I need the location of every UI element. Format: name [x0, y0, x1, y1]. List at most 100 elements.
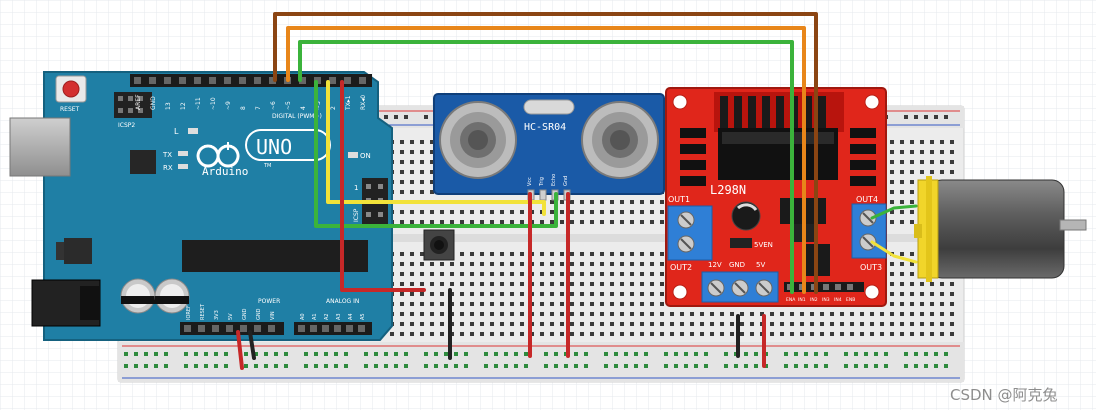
digital-pin-hole[interactable]: [359, 77, 366, 84]
digital-pin-hole[interactable]: [314, 77, 321, 84]
breadboard-hole: [690, 332, 694, 336]
power-pin-hole[interactable]: [240, 325, 247, 332]
breadboard-hole: [940, 312, 944, 316]
breadboard-hole: [900, 252, 904, 256]
breadboard-hole: [600, 200, 604, 204]
rail-hole: [404, 115, 408, 119]
breadboard-hole: [470, 292, 474, 296]
breadboard-hole: [560, 302, 564, 306]
analog-pin-hole[interactable]: [298, 325, 305, 332]
12v-label: 12V: [708, 261, 722, 269]
breadboard-hole: [560, 292, 564, 296]
analog-pin-hole[interactable]: [334, 325, 341, 332]
digital-pin-hole[interactable]: [209, 77, 216, 84]
power-pin-hole[interactable]: [198, 325, 205, 332]
breadboard-hole: [920, 312, 924, 316]
rail-hole: [864, 364, 868, 368]
power-terminal[interactable]: [701, 271, 779, 303]
analog-pin-hole[interactable]: [346, 325, 353, 332]
power-pin-hole[interactable]: [254, 325, 261, 332]
rail-hole: [384, 115, 388, 119]
rail-hole: [404, 352, 408, 356]
breadboard-hole: [920, 150, 924, 154]
digital-pin-hole[interactable]: [179, 77, 186, 84]
rail-hole: [254, 364, 258, 368]
control-pin[interactable]: [835, 284, 841, 290]
breadboard-hole: [420, 312, 424, 316]
breadboard-hole: [910, 302, 914, 306]
push-button[interactable]: [423, 229, 455, 261]
digital-pin-hole[interactable]: [194, 77, 201, 84]
breadboard-hole: [540, 322, 544, 326]
digital-pin-hole[interactable]: [344, 77, 351, 84]
breadboard-hole: [620, 210, 624, 214]
breadboard-hole: [640, 322, 644, 326]
rail-hole: [924, 364, 928, 368]
breadboard-hole: [480, 252, 484, 256]
digital-pin-hole[interactable]: [134, 77, 141, 84]
digital-pin-hole[interactable]: [149, 77, 156, 84]
breadboard-hole: [920, 332, 924, 336]
breadboard-hole: [520, 220, 524, 224]
sensor-pin[interactable]: [539, 189, 547, 201]
l298n-driver-board: L298N 5VEN OUT1 OUT2 OUT4 OUT: [665, 87, 887, 307]
rail-hole: [464, 352, 468, 356]
breadboard-hole: [910, 332, 914, 336]
breadboard-hole: [890, 272, 894, 276]
breadboard-hole: [890, 292, 894, 296]
breadboard-hole: [410, 220, 414, 224]
icsp2-header: [114, 92, 152, 118]
digital-pin-hole[interactable]: [224, 77, 231, 84]
digital-pin-hole[interactable]: [269, 77, 276, 84]
breadboard-hole: [550, 220, 554, 224]
digital-pin-hole[interactable]: [164, 77, 171, 84]
power-pin-hole[interactable]: [226, 325, 233, 332]
analog-pin-hole[interactable]: [310, 325, 317, 332]
control-pin[interactable]: [823, 284, 829, 290]
rail-hole: [664, 352, 668, 356]
out3-out4-terminal[interactable]: [851, 203, 887, 259]
digital-pin-hole[interactable]: [239, 77, 246, 84]
breadboard-hole: [780, 332, 784, 336]
breadboard-hole: [560, 322, 564, 326]
breadboard-hole: [660, 210, 664, 214]
digital-pin-hole[interactable]: [299, 77, 306, 84]
breadboard-hole: [910, 292, 914, 296]
breadboard-hole: [750, 322, 754, 326]
breadboard-hole: [630, 302, 634, 306]
breadboard-hole: [810, 332, 814, 336]
power-pin-hole[interactable]: [212, 325, 219, 332]
breadboard-hole: [410, 302, 414, 306]
watermark: CSDN @阿克兔: [950, 386, 1058, 404]
out1-out2-terminal[interactable]: [667, 205, 713, 261]
analog-pin-hole[interactable]: [358, 325, 365, 332]
breadboard-hole: [860, 322, 864, 326]
usb-port: [9, 117, 71, 177]
breadboard-hole: [490, 282, 494, 286]
analog-pin-hole[interactable]: [322, 325, 329, 332]
rail-hole: [574, 352, 578, 356]
breadboard-hole: [560, 262, 564, 266]
power-pin-hole[interactable]: [184, 325, 191, 332]
breadboard-hole: [950, 302, 954, 306]
power-pin-hole[interactable]: [268, 325, 275, 332]
5ven-jumper[interactable]: [730, 238, 752, 248]
wire-red-5v-rail: [340, 80, 426, 292]
control-pin[interactable]: [847, 284, 853, 290]
breadboard-hole: [660, 302, 664, 306]
breadboard-hole: [630, 252, 634, 256]
breadboard-hole: [920, 170, 924, 174]
digital-pin-hole[interactable]: [329, 77, 336, 84]
breadboard-hole: [900, 322, 904, 326]
digital-pin-hole[interactable]: [254, 77, 261, 84]
breadboard-hole: [800, 312, 804, 316]
uno-logo-text: UNO: [256, 135, 292, 159]
rail-hole: [624, 352, 628, 356]
rail-hole: [914, 352, 918, 356]
breadboard-hole: [900, 312, 904, 316]
breadboard-hole: [410, 272, 414, 276]
rail-hole: [394, 352, 398, 356]
